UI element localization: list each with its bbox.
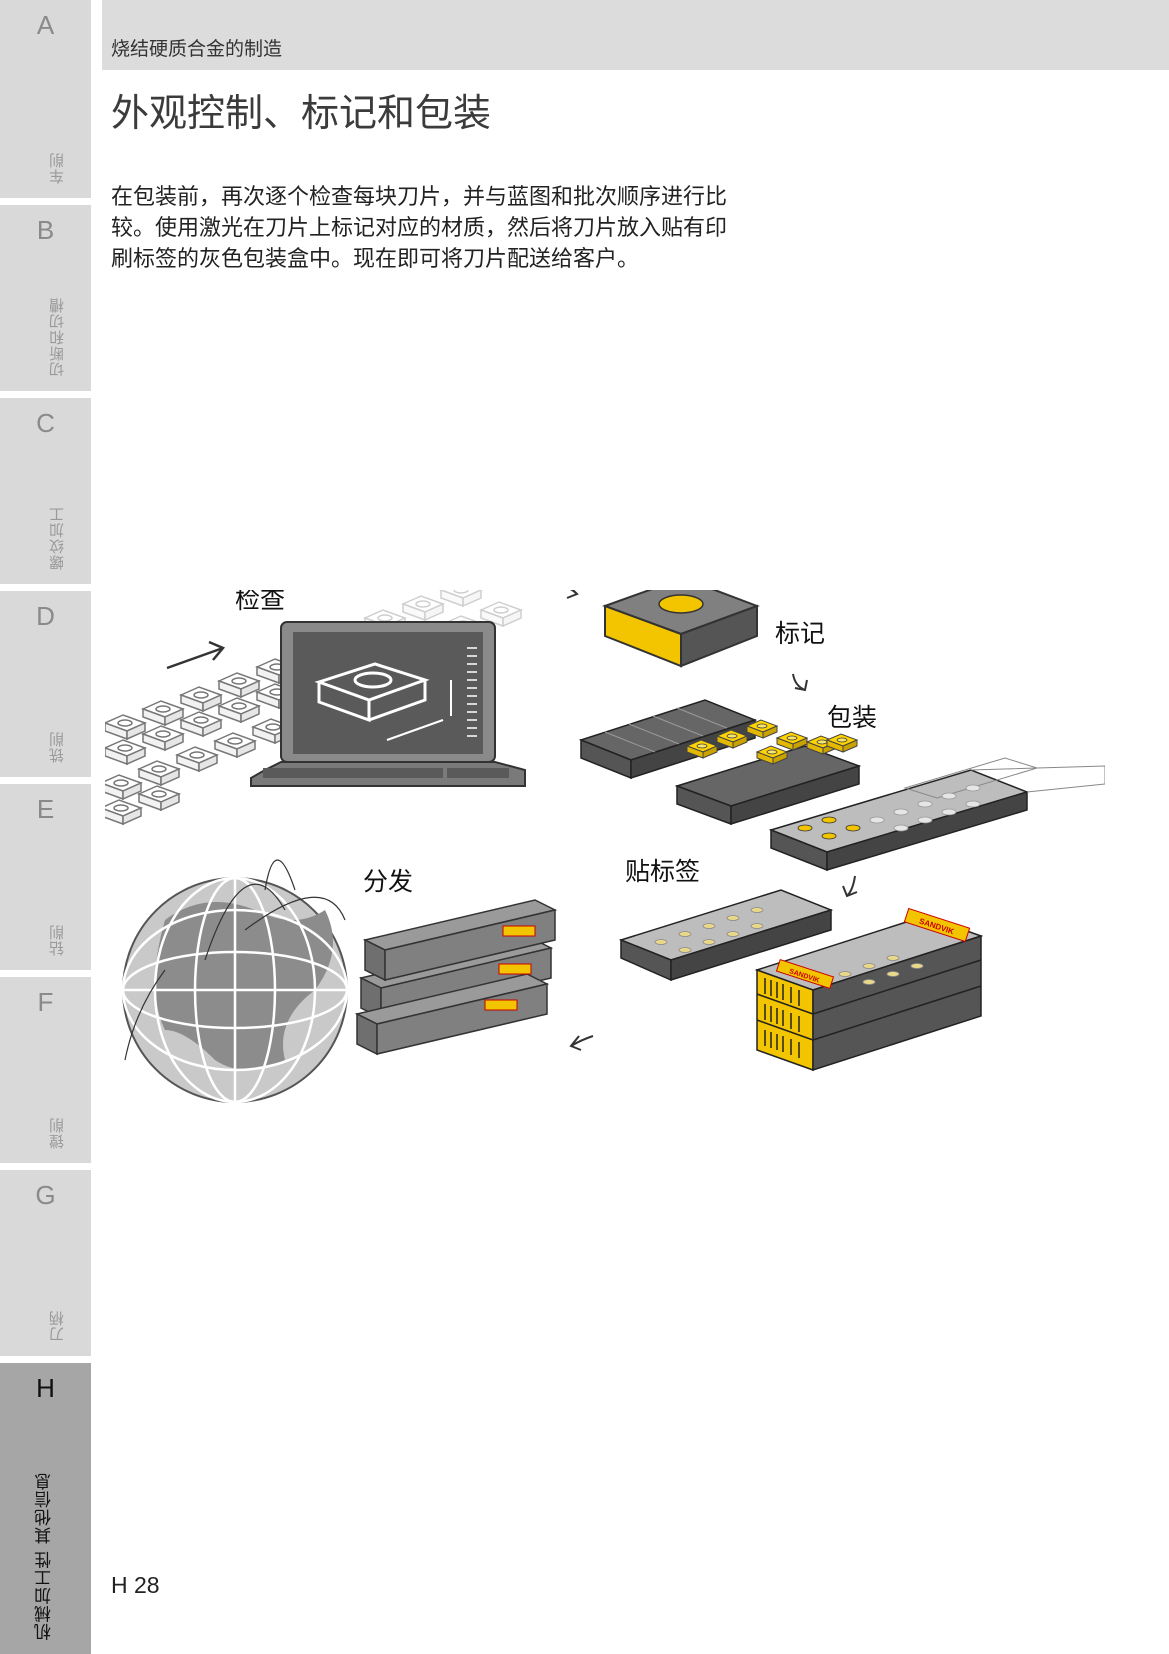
tab-f[interactable]: F 镗削 xyxy=(0,977,91,1163)
step-label-inspect: 检查 xyxy=(235,590,285,614)
tab-label: 铣削 xyxy=(48,731,66,763)
page-title: 外观控制、标记和包装 xyxy=(111,91,492,135)
arrow-icon xyxy=(166,646,224,670)
breadcrumb: 烧结硬质合金的制造 xyxy=(111,38,283,60)
tab-d[interactable]: D 铣削 xyxy=(0,591,91,777)
tab-b[interactable]: B 切断和切槽 xyxy=(0,205,91,391)
section-tabs: A 车削 B 切断和切槽 C 螺纹加工 D 铣削 E 钻削 F 镗削 G 刀柄 … xyxy=(0,0,91,1654)
packing-trays-icon xyxy=(578,699,1106,872)
tab-letter: D xyxy=(36,601,55,631)
tab-label: 刀柄 xyxy=(48,1310,66,1342)
globe-icon xyxy=(121,859,349,1104)
tab-letter: E xyxy=(36,794,55,824)
tab-c[interactable]: C 螺纹加工 xyxy=(0,398,91,584)
tab-g[interactable]: G 刀柄 xyxy=(0,1170,91,1356)
page-number: H 28 xyxy=(111,1572,160,1598)
tab-label: 机械加工性 其他信息 xyxy=(35,1471,55,1640)
arrow-icon xyxy=(792,673,806,691)
labelled-boxes-icon: SANDVIK SANDVIK xyxy=(618,889,984,1072)
tab-a[interactable]: A 车削 xyxy=(0,0,91,198)
tab-label: 钻削 xyxy=(48,924,66,956)
tab-label: 切断和切槽 xyxy=(48,297,66,377)
tab-letter: G xyxy=(35,1180,56,1210)
tab-letter: F xyxy=(37,987,54,1017)
tab-letter: A xyxy=(36,10,55,40)
tab-letter: B xyxy=(36,215,55,245)
process-illustration: SANDVIK SANDVIK xyxy=(100,576,1106,1160)
step-label-pack: 包装 xyxy=(827,703,877,732)
tab-label: 螺纹加工 xyxy=(48,506,66,570)
tab-label: 镗削 xyxy=(48,1117,66,1149)
body-paragraph: 在包装前，再次逐个检查每块刀片，并与蓝图和批次顺序进行比较。使用激光在刀片上标记… xyxy=(111,185,728,272)
tab-label: 车削 xyxy=(48,152,66,184)
laptop-icon xyxy=(250,621,526,787)
step-label-label: 贴标签 xyxy=(625,857,700,886)
process-diagram: SANDVIK SANDVIK xyxy=(100,576,1106,1104)
step-label-distribute: 分发 xyxy=(363,867,413,896)
tab-e[interactable]: E 钻削 xyxy=(0,784,91,970)
shipping-boxes-icon xyxy=(356,899,556,1055)
yellow-insert-icon xyxy=(602,576,760,668)
tab-h[interactable]: H 机械加工性 其他信息 xyxy=(0,1363,91,1654)
tab-letter: C xyxy=(36,408,55,438)
header-bar: 烧结硬质合金的制造 xyxy=(102,0,1169,70)
step-label-mark: 标记 xyxy=(775,619,825,648)
tab-letter: H xyxy=(36,1373,55,1403)
